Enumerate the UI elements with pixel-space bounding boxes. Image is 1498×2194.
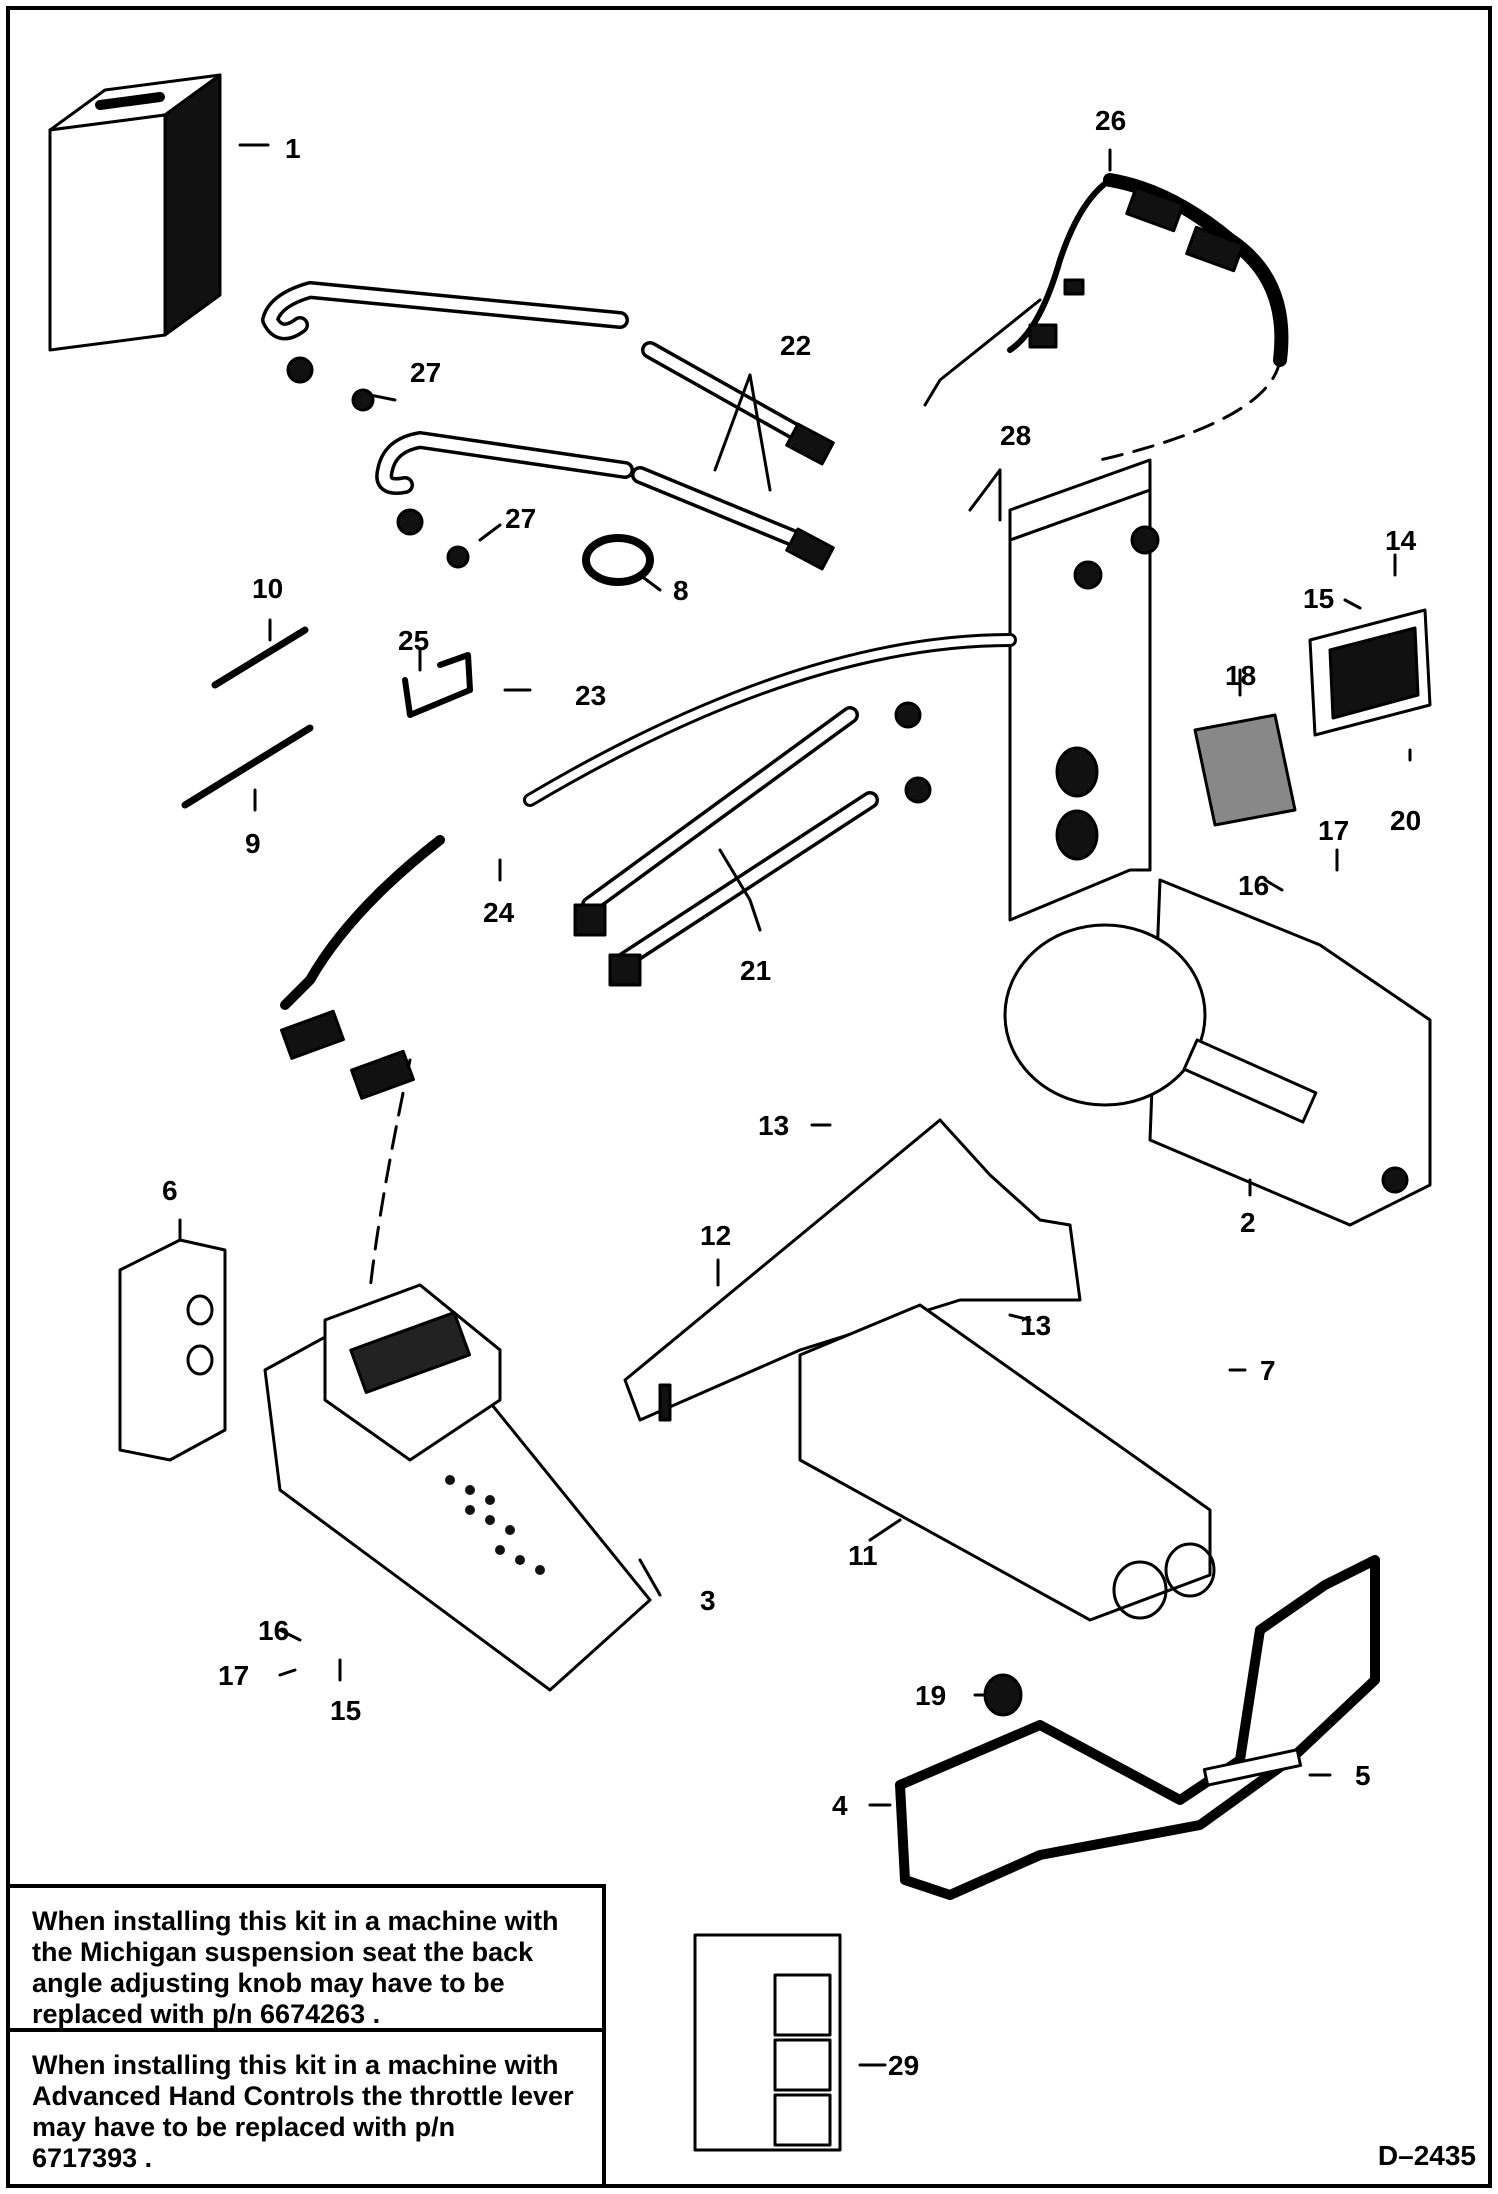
callout-9: 9 [245,828,261,859]
part-6-switch-panel [118,1238,227,1462]
callout-27b: 27 [505,503,536,534]
callout-6: 6 [162,1175,178,1206]
callout-28: 28 [1000,420,1031,451]
callout-2: 2 [1240,1207,1256,1238]
callout-1: 1 [285,133,301,164]
part-26-wire-harness [923,173,1289,462]
callout-21: 21 [740,955,771,986]
part-12-mount-bracket [623,1118,1082,1422]
callout-8: 8 [673,575,689,606]
part-1-cover-box [48,73,222,352]
part-29-instruction-sheet [693,1933,842,2152]
note-michigan-seat: When installing this kit in a machine wi… [6,1884,606,2032]
callout-13b: 13 [1020,1310,1051,1341]
part-25-bracket [402,652,473,718]
callout-17a: 17 [1318,815,1349,846]
part-22-upper-hoses [261,281,835,571]
callout-16b: 16 [258,1615,289,1646]
callout-12: 12 [700,1220,731,1251]
drawing-frame [6,6,1492,2188]
leader-lines [178,143,1412,2067]
callout-10: 10 [252,573,283,604]
part-19-grommet [983,1673,1023,1717]
callout-15b: 15 [330,1695,361,1726]
callout-16a: 16 [1238,870,1269,901]
callout-15a: 15 [1303,583,1334,614]
callout-11: 11 [848,1540,878,1571]
part-21-lower-hoses [573,701,932,987]
callout-20: 20 [1390,805,1421,836]
part-18-filter [1193,713,1297,827]
callout-19: 19 [915,1680,946,1711]
callout-5: 5 [1355,1760,1371,1791]
part-11-duct-housing [798,1303,1216,1622]
part-8-gasket [582,534,654,586]
part-2-heater-assembly [1003,458,1432,1227]
callout-27a: 27 [410,357,441,388]
callout-7: 7 [1260,1355,1276,1386]
drawing-number: D–2435 [1377,2140,1476,2171]
callout-25: 25 [398,625,429,656]
callout-17b: 17 [218,1660,249,1691]
part-5-strip [1202,1748,1303,1787]
note-michigan-seat-text: When installing this kit in a machine wi… [32,1906,559,2029]
callout-22: 22 [780,330,811,361]
callout-23: 23 [575,680,606,711]
long-harness-to-console [279,633,1017,1292]
callout-labels: 1 2 3 4 5 6 7 8 9 10 11 12 13 13 14 15 1… [162,105,1421,2081]
callout-26: 26 [1095,105,1126,136]
callout-4: 4 [832,1790,848,1821]
callout-24: 24 [483,897,515,928]
callout-18: 18 [1225,660,1256,691]
part-20-louver [1308,608,1432,737]
callout-29: 29 [888,2050,919,2081]
part-4-floor-duct [895,1555,1380,1900]
callout-3: 3 [700,1585,716,1616]
part-27-fittings [351,388,470,569]
note-hand-controls: When installing this kit in a machine wi… [6,2028,606,2188]
part-3-control-console [263,1283,652,1692]
callout-13a: 13 [758,1110,789,1141]
note-hand-controls-text: When installing this kit in a machine wi… [32,2050,574,2173]
callout-14: 14 [1385,525,1417,556]
part-9-10-cable-ties [181,626,314,809]
